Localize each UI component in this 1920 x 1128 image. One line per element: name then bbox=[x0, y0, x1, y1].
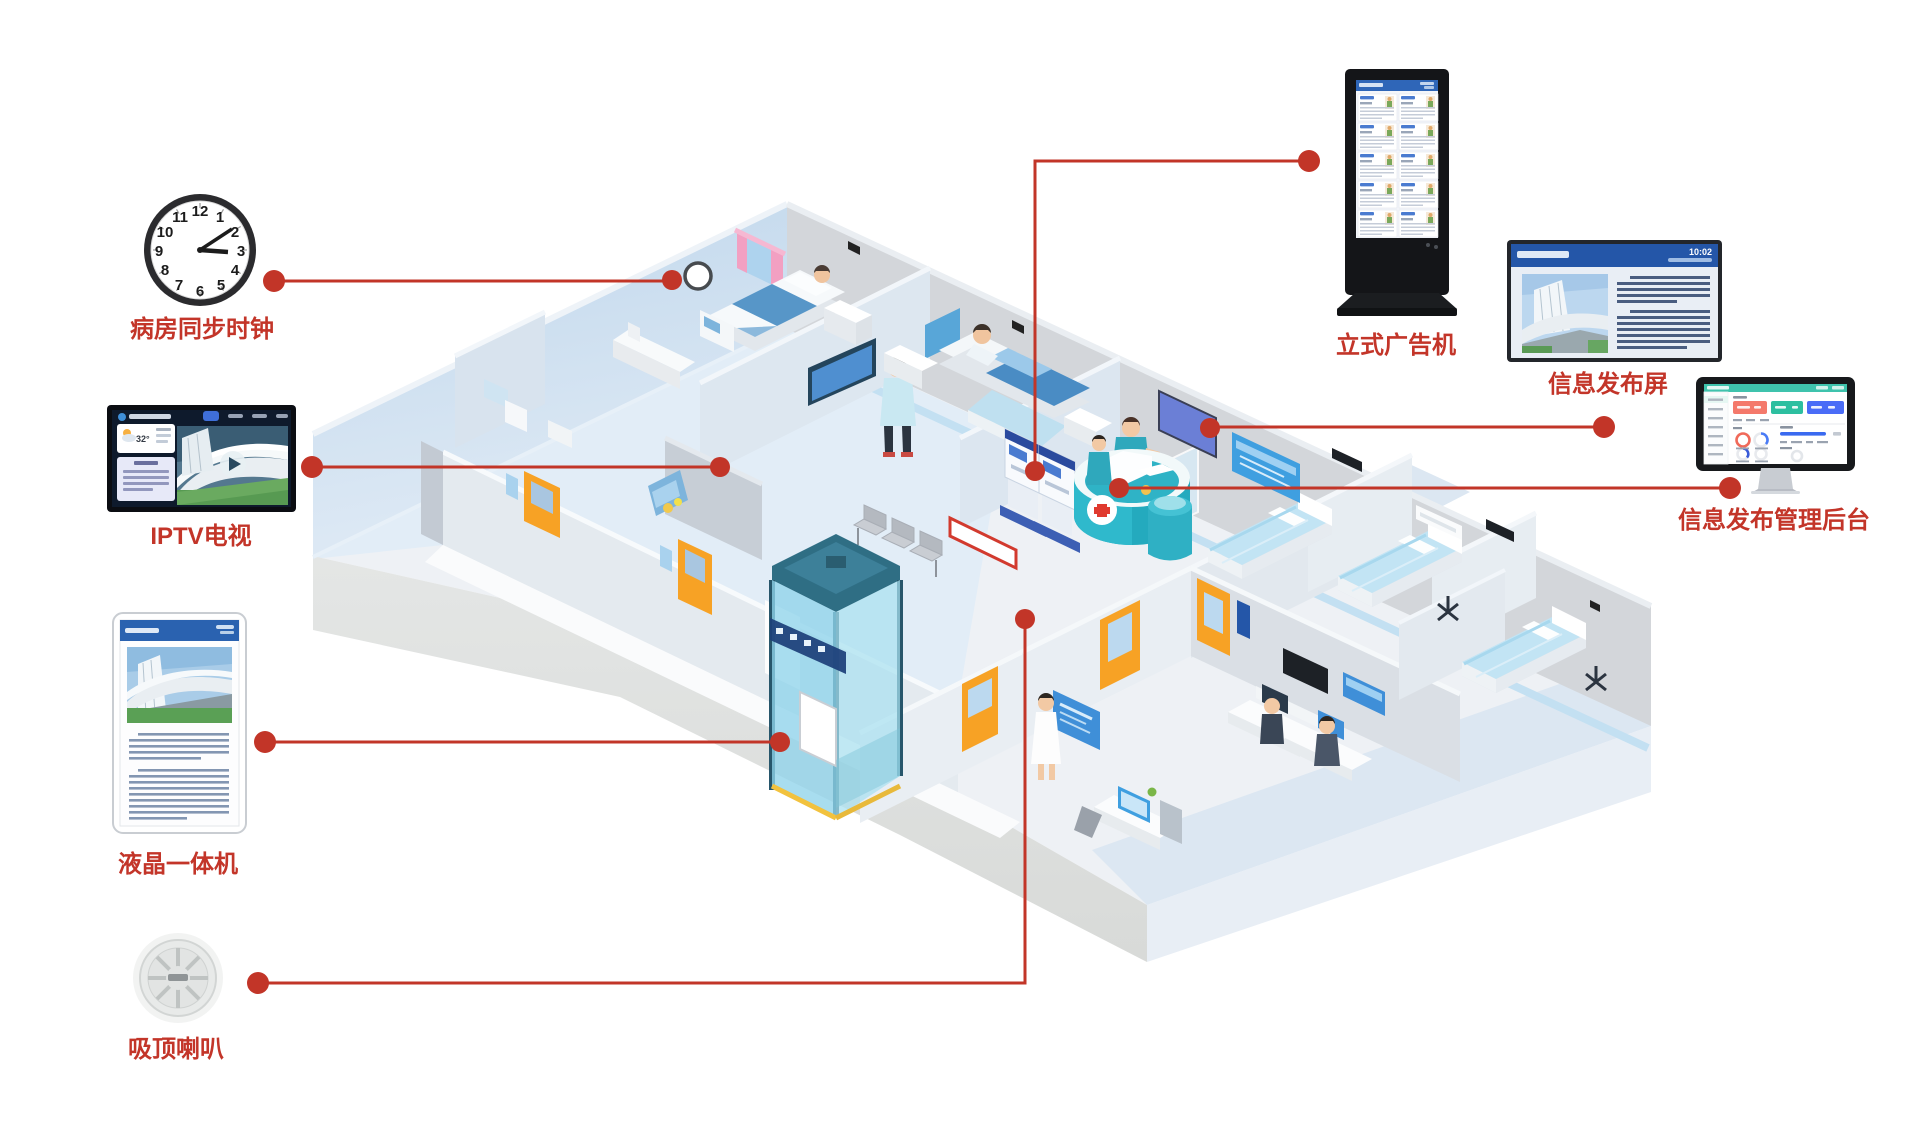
svg-text:3: 3 bbox=[237, 243, 245, 260]
svg-text:6: 6 bbox=[196, 283, 204, 300]
svg-text:2: 2 bbox=[231, 224, 239, 241]
svg-text:5: 5 bbox=[217, 277, 225, 294]
svg-text:10: 10 bbox=[157, 224, 174, 241]
svg-text:8: 8 bbox=[161, 262, 169, 279]
svg-text:液晶一体机: 液晶一体机 bbox=[118, 850, 238, 878]
svg-text:吸顶喇叭: 吸顶喇叭 bbox=[128, 1036, 224, 1063]
svg-text:7: 7 bbox=[175, 277, 183, 294]
svg-text:12: 12 bbox=[192, 203, 209, 220]
svg-text:4: 4 bbox=[231, 262, 240, 279]
svg-text:9: 9 bbox=[155, 243, 163, 260]
svg-text:32°: 32° bbox=[136, 434, 150, 444]
svg-text:11: 11 bbox=[172, 209, 188, 226]
svg-text:IPTV电视: IPTV电视 bbox=[150, 523, 251, 550]
svg-text:10:02: 10:02 bbox=[1689, 247, 1712, 257]
svg-text:立式广告机: 立式广告机 bbox=[1336, 331, 1456, 359]
svg-text:病房同步时钟: 病房同步时钟 bbox=[130, 315, 274, 343]
svg-text:信息发布管理后台: 信息发布管理后台 bbox=[1678, 506, 1870, 534]
svg-text:1: 1 bbox=[216, 209, 224, 226]
svg-text:信息发布屏: 信息发布屏 bbox=[1548, 370, 1668, 398]
